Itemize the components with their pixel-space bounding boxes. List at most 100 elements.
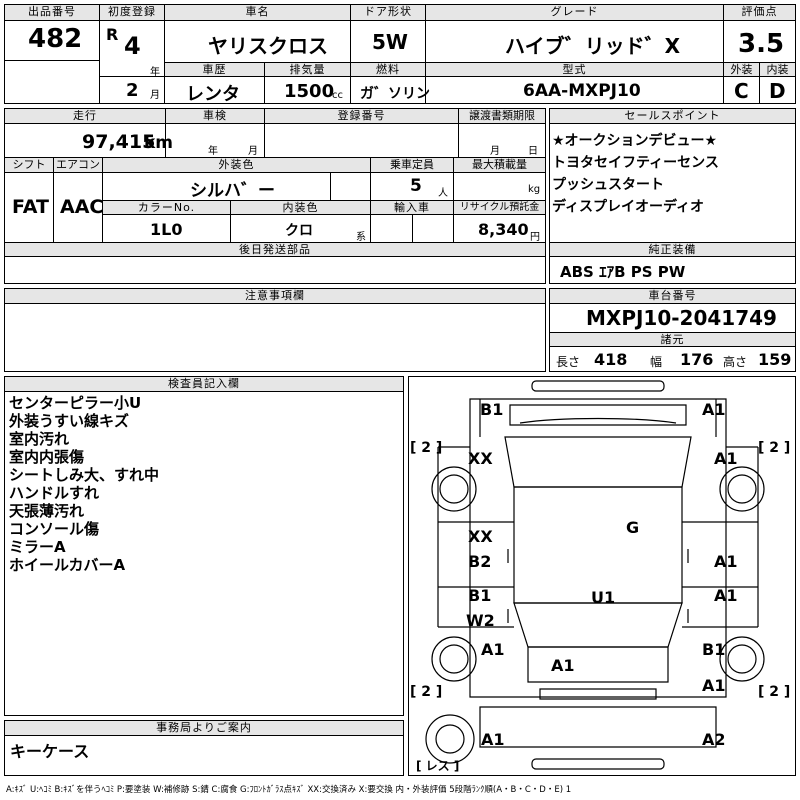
mark-front-left: B1 (480, 400, 504, 419)
office-panel (4, 720, 404, 776)
mark-door-rl-2: W2 (466, 611, 495, 630)
history-label: 車歴 (165, 63, 264, 77)
chassis-panel (549, 288, 796, 372)
fuel-label: 燃料 (351, 63, 425, 77)
mark-tire-rl: [ 2 ] (410, 684, 443, 700)
chassis-number: MXPJ10-2041749 (586, 306, 777, 330)
later-parts-label: 後日発送部品 (5, 243, 545, 257)
month-unit: 月 (150, 90, 160, 101)
color-no: 1L0 (150, 220, 183, 239)
reg-year: 4 (124, 32, 141, 60)
interior-color-label: 内装色 (231, 201, 370, 215)
insp-month: 月 (248, 146, 258, 157)
mileage-label: 走行 (5, 109, 165, 124)
ac-label: エアコン (54, 158, 102, 173)
note-item: ホイールカバーA (9, 556, 126, 574)
inspector-panel (4, 376, 404, 716)
model: 6AA-MXPJ10 (523, 81, 641, 101)
mark-quarter-left: A1 (481, 640, 505, 659)
shift-label: シフト (5, 158, 53, 173)
recycle-fee: 8,340 (478, 220, 529, 239)
sales-point-panel (549, 108, 796, 284)
import-label: 輸入車 (371, 201, 453, 215)
note-item: コンソール傷 (9, 520, 100, 538)
reg-no-label: 登録番号 (265, 109, 458, 124)
year-unit: 年 (150, 67, 160, 78)
transfer-label: 譲渡書類期限 (459, 109, 545, 124)
mark-tire-rr: [ 2 ] (758, 684, 791, 700)
era: R (106, 25, 119, 44)
mark-trunk: A1 (551, 656, 575, 675)
cc-unit: cc (332, 90, 343, 101)
car-diagram (425, 380, 765, 770)
interior-color: クロ (285, 223, 313, 239)
specs-label: 諸元 (550, 333, 795, 347)
grade: ハイブ゛リッド゛X (505, 34, 681, 58)
yen-unit: 円 (530, 232, 540, 243)
note-item: 外装うすい線キズ (9, 412, 130, 430)
mark-center: U1 (591, 588, 616, 607)
inspector-notes: センターピラー小U 外装うすい線キズ 室内汚れ 室内内張傷 シートしみ大、すれ中… (9, 394, 159, 574)
note-item: ミラーA (9, 538, 66, 556)
mark-rear-right: A2 (702, 730, 726, 749)
length-label: 長さ (556, 355, 581, 369)
note-item: ハンドルすれ (9, 484, 100, 502)
mark-quarter-right: B1 (702, 640, 726, 659)
km-unit: km (144, 133, 174, 153)
mark-door-fl-1: XX (468, 527, 493, 546)
note-item: 天張薄汚れ (9, 502, 85, 520)
height: 159 (758, 350, 792, 369)
mark-door-fr: A1 (714, 552, 738, 571)
kei-unit: 系 (356, 232, 366, 243)
model-label: 型式 (426, 63, 723, 77)
caution-panel (4, 288, 546, 372)
score: 3.5 (738, 29, 785, 59)
int-grade: D (769, 79, 786, 103)
sales-point-4: ディスプレイオーディオ (552, 199, 705, 215)
first-reg-label: 初度登録 (100, 5, 164, 21)
load-unit: kg (528, 184, 541, 195)
damage-diagram-panel (408, 376, 796, 776)
note-item: センターピラー小U (9, 394, 142, 412)
mark-rear-left: A1 (481, 730, 505, 749)
equipment: ABS ｴｱB PS PW (560, 263, 686, 281)
capacity-unit: 人 (438, 188, 448, 199)
color-label: 外装色 (103, 158, 370, 173)
tr-month: 月 (490, 146, 500, 157)
tr-day: 日 (528, 146, 538, 157)
vehicle-info-panel (4, 108, 546, 284)
lot-no-label: 出品番号 (5, 5, 99, 21)
sales-point-2: トヨタセイフティーセンス (552, 155, 719, 171)
history: レンタ (186, 84, 240, 105)
mark-door-fl-2: B2 (468, 552, 492, 571)
caution-label: 注意事項欄 (5, 289, 545, 304)
shift: FAT (12, 196, 49, 218)
header-panel (4, 4, 796, 104)
insp-year: 年 (208, 146, 218, 157)
note-item: 室内汚れ (9, 430, 70, 448)
chassis-label: 車台番号 (550, 289, 795, 304)
legend: A:ｷｽﾞ U:ﾍｺﾐ B:ｷｽﾞを伴うﾍｺﾐ P:要塗装 W:補修跡 S:錆 … (6, 785, 572, 795)
mark-fender-right: A1 (714, 449, 738, 468)
mark-door-rl-1: B1 (468, 586, 492, 605)
score-label: 評価点 (724, 5, 795, 21)
mark-front-right: A1 (702, 400, 726, 419)
lot-no: 482 (28, 24, 83, 54)
ext-grade: C (734, 79, 749, 103)
inspector-label: 検査員記入欄 (5, 377, 403, 392)
displacement: 1500 (284, 81, 335, 102)
sales-label: セールスポイント (550, 109, 795, 124)
door-type: 5W (372, 30, 408, 54)
width-label: 幅 (650, 355, 663, 369)
fuel: ガ゛ソリン (360, 86, 430, 102)
exterior-color: シルハ゛ー (190, 181, 275, 201)
mark-roof: G (626, 518, 640, 537)
door-label: ドア形状 (351, 5, 425, 21)
recycle-label: リサイクル預託金 (454, 201, 545, 215)
mark-door-rr: A1 (714, 586, 738, 605)
ext-label: 外装 (724, 63, 759, 77)
car-name-label: 車名 (165, 5, 350, 21)
ac: AAC (60, 196, 104, 218)
length: 418 (594, 350, 628, 369)
mark-spare: [ レス ] (416, 759, 460, 773)
